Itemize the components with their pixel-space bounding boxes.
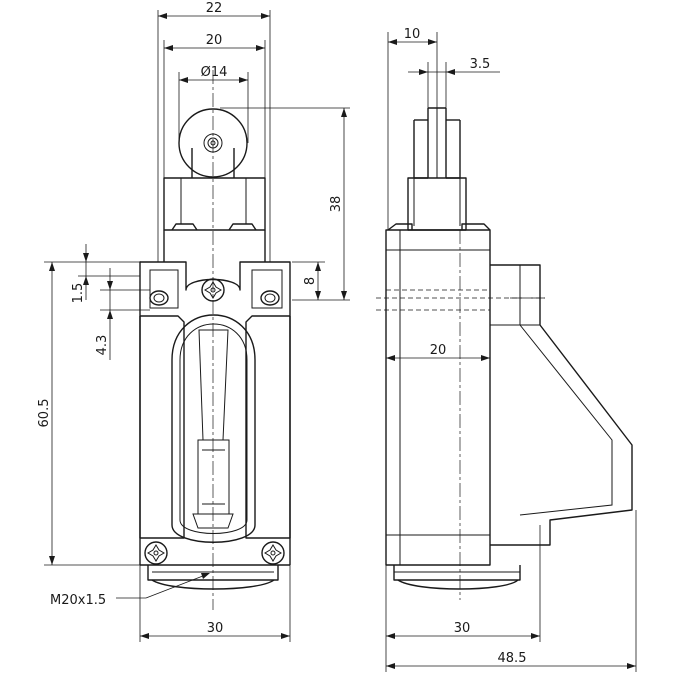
dim-4-3-label: 4.3 <box>95 335 110 356</box>
dim-3-5-label: 3.5 <box>470 57 491 72</box>
dim-30-front-label: 30 <box>207 621 224 636</box>
mounting-hole-left <box>149 290 169 306</box>
screw-bottom-right <box>261 541 285 565</box>
side-dimensions: 10 3.5 20 30 48.5 <box>385 27 637 672</box>
dim-22-label: 22 <box>206 1 223 16</box>
dim-20-label: 20 <box>206 33 223 48</box>
screw-top <box>201 278 225 302</box>
screw-bottom-left <box>144 541 168 565</box>
dim-48-5-label: 48.5 <box>498 651 527 666</box>
thread-label: M20x1.5 <box>50 593 106 608</box>
dim-20-side-label: 20 <box>430 343 447 358</box>
dim-60-5-label: 60.5 <box>37 399 52 428</box>
dim-1-5-label: 1.5 <box>71 283 86 304</box>
side-view <box>376 107 633 600</box>
dim-30-side-label: 30 <box>454 621 471 636</box>
dim-10-label: 10 <box>404 27 421 42</box>
front-view <box>139 70 291 610</box>
dim-roller-diameter-label: Ø14 <box>201 65 228 80</box>
mounting-hole-right <box>260 290 280 306</box>
front-dimensions: 22 20 Ø14 38 8 1.5 <box>37 1 350 642</box>
dim-8-label: 8 <box>303 277 318 285</box>
dim-38-label: 38 <box>329 196 344 213</box>
